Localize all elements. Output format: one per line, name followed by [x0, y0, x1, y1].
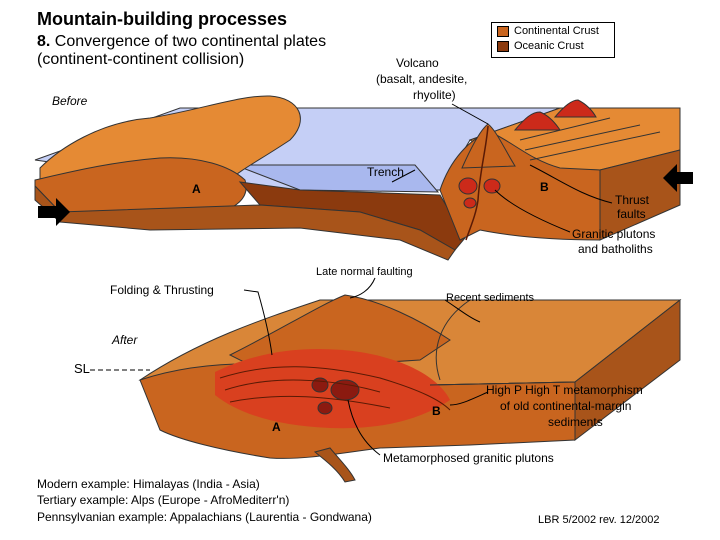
after-side-face — [574, 298, 681, 442]
trench-label: Trench — [367, 165, 404, 179]
after-crustal-root — [313, 447, 356, 483]
volcano-label-1: Volcano — [396, 56, 439, 70]
subtitle-number: 8. — [37, 33, 51, 50]
before-magma-conduit — [465, 125, 489, 241]
meta-plutons-label: Metamorphosed granitic plutons — [383, 451, 554, 465]
before-ocean-water — [234, 164, 440, 193]
leader-folding — [243, 289, 273, 356]
subtitle-line-2: (continent-continent collision) — [37, 51, 245, 68]
example-tertiary: Tertiary example: Alps (Europe - AfroMed… — [37, 493, 290, 507]
before-pluton-1 — [458, 177, 478, 195]
example-modern: Modern example: Himalayas (India - Asia) — [37, 477, 260, 491]
credit-line: LBR 5/2002 rev. 12/2002 — [538, 514, 660, 526]
leader-thrust — [529, 164, 613, 204]
before-plate-a-label: A — [192, 182, 201, 196]
subtitle-line-1: 8. Convergence of two continental plates — [37, 33, 326, 51]
volcano-label-3: rhyolite) — [413, 88, 456, 102]
right-convergence-arrow — [663, 164, 693, 192]
leader-volcano — [451, 103, 489, 125]
thrust-label-2: faults — [617, 207, 646, 221]
sediments-label: Recent sediments — [446, 292, 535, 304]
metamorphism-label-3: sediments — [548, 415, 603, 429]
after-plate-a-label: A — [272, 420, 281, 434]
leader-plutons — [494, 189, 571, 233]
left-convergence-arrow — [38, 198, 70, 226]
legend-label-oceanic: Oceanic Crust — [514, 40, 584, 52]
before-continent-b-side — [599, 149, 681, 241]
before-continent-a — [39, 95, 301, 181]
leader-trench — [391, 169, 416, 183]
after-plate-b-label: B — [432, 404, 441, 418]
leader-sediments — [444, 299, 481, 323]
metamorphism-label-1: High P High T metamorphism — [486, 383, 643, 397]
legend-item-oceanic: Oceanic Crust — [497, 40, 584, 54]
leader-metamorphism — [449, 391, 489, 406]
legend-box: Continental Crust Oceanic Crust — [491, 22, 615, 58]
subtitle-text: Convergence of two continental plates — [54, 33, 327, 50]
before-thrust-faults — [519, 117, 661, 161]
example-pennsylvanian: Pennsylvanian example: Appalachians (Lau… — [37, 510, 372, 524]
before-volcano-main — [461, 123, 516, 169]
pluton-label-2: and batholiths — [578, 242, 653, 256]
before-pluton-2 — [483, 178, 501, 194]
folding-label: Folding & Thrusting — [110, 283, 214, 297]
sl-label: SL — [74, 361, 90, 376]
pluton-label-1: Granitic plutons — [572, 227, 656, 241]
before-pluton-3 — [463, 197, 477, 209]
before-stage-label: Before — [52, 94, 88, 108]
after-pluton-2 — [311, 377, 329, 393]
before-plate-b-label: B — [540, 180, 549, 194]
volcano-label-2: (basalt, andesite, — [376, 72, 468, 86]
legend-item-continental: Continental Crust — [497, 25, 599, 39]
after-fold-lines — [219, 366, 451, 411]
leader-meta-plutons — [347, 399, 381, 456]
after-pluton-3 — [317, 401, 333, 415]
after-stage-label: After — [112, 333, 138, 347]
legend-label-continental: Continental Crust — [514, 25, 599, 37]
thrust-label-1: Thrust — [615, 193, 650, 207]
leader-normal-fault — [349, 277, 376, 299]
before-volcano-2 — [513, 111, 561, 131]
legend-swatch-oceanic — [497, 40, 509, 52]
after-sediment-lines — [429, 299, 576, 386]
before-volcano-3 — [553, 99, 597, 118]
metamorphism-label-2: of old continental-margin — [500, 399, 632, 413]
normal-fault-label: Late normal faulting — [316, 266, 413, 278]
legend-swatch-continental — [497, 25, 509, 37]
main-title: Mountain-building processes — [37, 9, 288, 29]
